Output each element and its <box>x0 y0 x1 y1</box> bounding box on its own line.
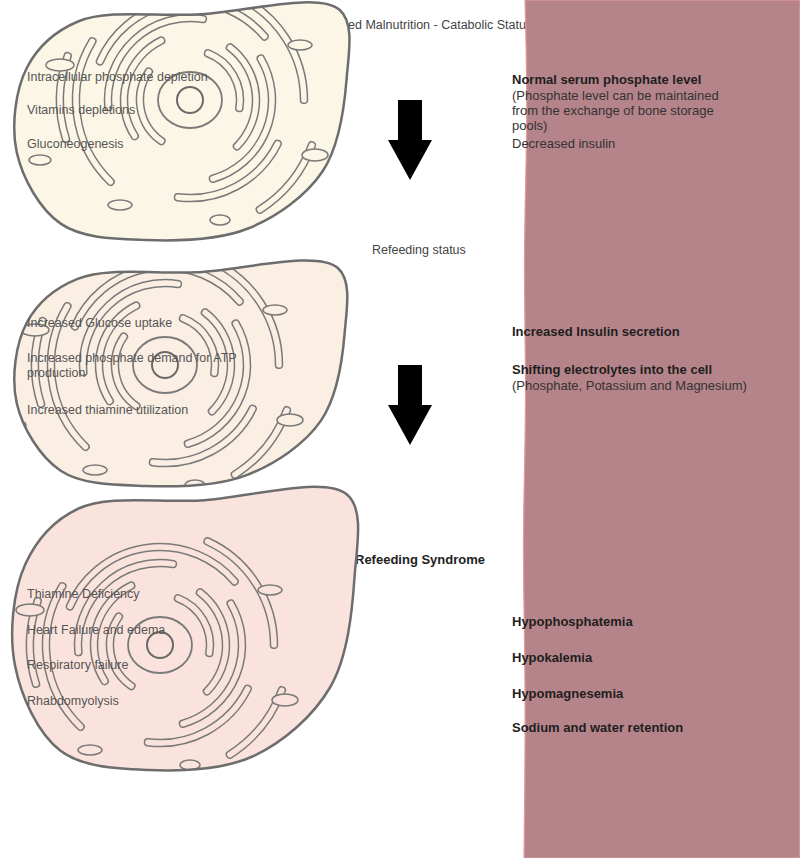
vesicle <box>288 40 312 50</box>
cell-membrane <box>12 487 358 771</box>
serum-finding: Decreased insulin <box>512 136 615 151</box>
er-membrane <box>144 685 251 746</box>
cell-finding: Vitamins depletions <box>27 103 135 118</box>
cell-finding: Increased thiamine utilization <box>27 403 188 418</box>
vesicle <box>302 149 328 161</box>
stage-label: Refeeding status <box>372 243 466 258</box>
vesicle <box>263 305 287 315</box>
er-membrane <box>226 44 259 150</box>
flow-arrow <box>388 365 432 445</box>
serum-finding: Normal serum phosphate level <box>512 72 701 87</box>
serum-finding: (Phosphate level can be maintained from … <box>512 88 737 133</box>
organelles <box>4 258 303 490</box>
cell-body: Intracellular phosphate depletionVitamin… <box>10 10 350 240</box>
vesicle <box>78 745 102 755</box>
cell-finding: Increased Glucose uptake <box>27 316 172 331</box>
serum-finding: Shifting electrolytes into the cell <box>512 362 712 377</box>
cell-finding: Intracellular phosphate depletion <box>27 70 208 85</box>
serum-finding: Increased Insulin secretion <box>512 324 680 339</box>
cell-membrane <box>14 2 349 240</box>
er-membrane <box>234 0 308 103</box>
vesicle <box>16 604 44 616</box>
er-membrane <box>174 140 281 201</box>
cell-fill <box>14 260 347 486</box>
vesicle <box>0 700 21 710</box>
vesicle <box>29 155 51 165</box>
flow-arrow <box>388 100 432 180</box>
cell-finding: Rhabdomyolysis <box>27 694 119 709</box>
cell-membrane <box>14 260 347 486</box>
cell-body: Increased Glucose uptakeIncreased phosph… <box>10 268 348 486</box>
er-membrane <box>196 589 229 695</box>
cell-finding: Increased phosphate demand for ATP produ… <box>27 351 297 381</box>
serum-finding: (Phosphate, Potassium and Magnesium) <box>512 378 782 393</box>
serum-finding: Hypokalemia <box>512 650 592 665</box>
serum-finding: Sodium and water retention <box>512 720 683 735</box>
cell-finding: Heart Failure and edema <box>27 623 165 638</box>
vesicle <box>272 694 298 706</box>
cell-finding: Gluconeogenesis <box>27 137 124 152</box>
vesicle <box>46 59 74 71</box>
cell-fill <box>12 487 358 771</box>
vesicle <box>277 414 303 426</box>
cell-finding: Thiamine Deficiency <box>27 587 140 602</box>
serum-band: Normal serum phosphate level(Phosphate l… <box>500 0 800 858</box>
serum-finding: Hypomagnesemia <box>512 686 623 701</box>
vesicle <box>108 200 132 210</box>
cell-fill <box>14 2 349 240</box>
er-membrane <box>42 583 84 731</box>
cell-body: Thiamine DeficiencyHeart Failure and ede… <box>8 495 358 770</box>
vesicle <box>258 585 282 595</box>
vesicle <box>210 215 230 225</box>
cell-finding: Respiratory failure <box>27 658 128 673</box>
vesicle <box>83 465 107 475</box>
serum-finding: Hypophosphatemia <box>512 614 633 629</box>
nucleolus <box>177 87 203 113</box>
stage-label: Refeeding Syndrome <box>355 552 485 567</box>
node-outline <box>10 10 350 240</box>
